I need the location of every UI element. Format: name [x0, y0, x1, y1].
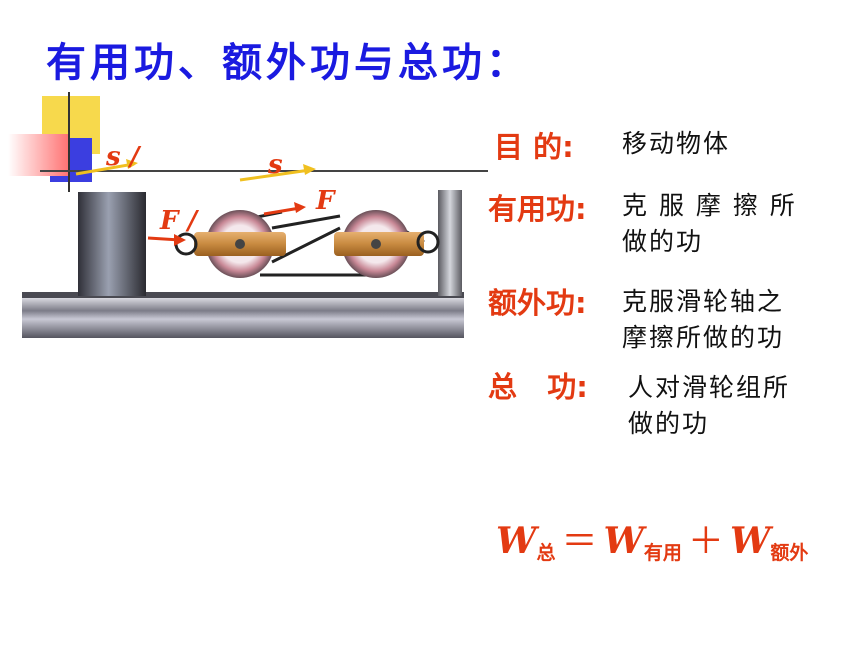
work-formula: W总＝W有用＋W额外: [496, 512, 808, 565]
formula-plus: ＋: [687, 521, 724, 562]
right-post: [438, 190, 462, 296]
label-s: s: [268, 150, 283, 180]
label-f-prime: F /: [160, 206, 198, 236]
label-s-prime: s /: [106, 142, 140, 172]
page-title: 有用功、额外功与总功：: [46, 40, 530, 86]
term-useful-work: 有用功:: [488, 192, 587, 226]
desc-line: 克服滑轮轴之: [622, 287, 785, 316]
desc-total-work: 人对滑轮组所 做的功: [628, 370, 790, 442]
formula-equals: ＝: [561, 521, 598, 562]
term-purpose: 目 的:: [494, 130, 574, 164]
desc-line: 人对滑轮组所: [628, 373, 791, 402]
desc-line: 做的功: [628, 409, 710, 438]
deco-horizontal-line: [40, 170, 488, 172]
term-total-work: 总 功:: [488, 370, 588, 404]
left-block: [78, 192, 146, 296]
desc-line: 摩擦所做的功: [622, 323, 785, 352]
floor-bar: [22, 296, 464, 338]
term-extra-work: 额外功:: [488, 286, 587, 320]
pulley-diagram: [22, 159, 464, 338]
formula-w-useful: W: [603, 520, 644, 562]
desc-extra-work: 克服滑轮轴之 摩擦所做的功: [622, 284, 784, 356]
formula-w-extra: W: [729, 520, 771, 562]
desc-useful-work: 克 服 摩 擦 所 做的功: [622, 188, 797, 260]
desc-line: 克 服 摩 擦 所: [622, 191, 797, 220]
formula-sub-extra: 额外: [770, 542, 809, 564]
desc-line: 移动物体: [622, 129, 731, 158]
formula-sub-useful: 有用: [643, 542, 682, 564]
formula-w-total: W: [496, 520, 537, 562]
formula-sub-total: 总: [536, 542, 556, 564]
desc-line: 做的功: [622, 227, 704, 256]
label-f: F: [316, 186, 335, 216]
deco-vertical-line: [68, 92, 70, 192]
desc-purpose: 移动物体: [622, 126, 730, 162]
deco-red-gradient: [8, 134, 70, 176]
